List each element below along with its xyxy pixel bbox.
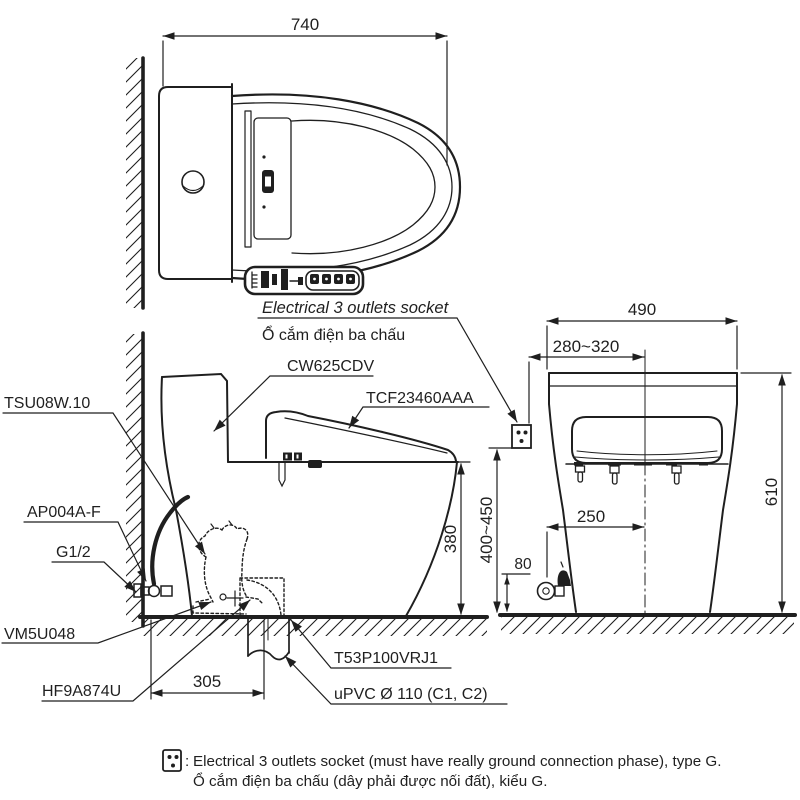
- dim-250: [546, 523, 645, 578]
- bowl-top-view: [230, 93, 462, 281]
- spray-wand: [278, 462, 286, 488]
- callout-electrical-socket: [257, 317, 518, 423]
- footnote: : Electrical 3 outlets socket (must have…: [162, 749, 721, 790]
- flush-button: [181, 170, 205, 194]
- dim-400-450-text: 400~450: [477, 497, 496, 564]
- callout-vm5u048: [1, 601, 212, 644]
- label-electrical-socket-vi: Ổ cắm điện ba chấu: [262, 325, 405, 344]
- seat-hinge-lines: [244, 110, 252, 248]
- label-tsu08w10: TSU08W.10: [4, 395, 90, 412]
- side-view: [126, 331, 489, 700]
- remote-control-panel: [243, 265, 365, 296]
- dim-280-320: [528, 353, 645, 424]
- label-cw625cdv: CW625CDV: [287, 358, 374, 375]
- mounting-bolts: [574, 465, 682, 485]
- callout-tsu08w: [2, 412, 206, 555]
- dim-490-text: 490: [628, 300, 656, 319]
- washlet-side-profile: [265, 410, 457, 462]
- seat-front: [571, 416, 723, 466]
- dim-80-text: 80: [514, 556, 532, 573]
- toilet-side-profile: [160, 372, 459, 617]
- closet-bolt: [226, 590, 244, 607]
- dim-305-text: 305: [193, 672, 221, 691]
- footnote-line-en: Electrical 3 outlets socket (must have r…: [193, 753, 721, 770]
- panel-buttons-frame: [305, 270, 360, 291]
- drain-pipe: [247, 616, 290, 661]
- footnote-line-vi: Ổ cắm điện ba chấu (dây phải được nối đấ…: [193, 772, 547, 790]
- label-vm5u048: VM5U048: [4, 626, 75, 643]
- dim-610-text: 610: [762, 478, 781, 506]
- label-t53p100vrj1: T53P100VRJ1: [334, 650, 438, 667]
- callout-upvc: [284, 655, 508, 705]
- callout-ap004a: [23, 521, 147, 582]
- label-g12: G1/2: [56, 544, 91, 561]
- floor-hatching-side: [142, 619, 487, 636]
- tank-top-view: [158, 83, 233, 283]
- label-electrical-socket-en: Electrical 3 outlets socket: [262, 299, 450, 317]
- floor-hatching-front: [501, 617, 794, 634]
- label-tcf23460aaa: TCF23460AAA: [366, 390, 474, 407]
- footnote-socket-icon: [162, 749, 182, 772]
- trapway-dashed: [192, 524, 285, 617]
- callout-hf9a874u: [41, 599, 251, 702]
- label-ap004a-f: AP004A-F: [27, 504, 101, 521]
- supply-hose-curve: [150, 494, 191, 587]
- toilet-front-profile: [548, 372, 738, 613]
- dim-740-text: 740: [291, 15, 319, 34]
- dim-250-text: 250: [577, 507, 605, 526]
- wall-hatching-top: [126, 58, 143, 308]
- footnote-colon: :: [185, 753, 189, 770]
- callout-g12: [51, 561, 137, 593]
- supply-valve-front: [536, 561, 571, 601]
- drawing-text: 740 490 280~320 610 400~450 380 250 80 3…: [4, 15, 781, 703]
- dim-610: [740, 372, 792, 613]
- front-view: [488, 317, 797, 634]
- dim-490: [546, 317, 738, 370]
- callout-cw625cdv: [213, 375, 374, 432]
- dim-400-450: [488, 447, 513, 613]
- drain-connector-dashed: [239, 577, 285, 617]
- callout-leaders: [1, 317, 518, 705]
- wall-hatching-side: [126, 334, 143, 622]
- socket-icon: [511, 424, 532, 449]
- washlet-unit-top: [253, 117, 292, 240]
- dim-280-320-text: 280~320: [553, 337, 620, 356]
- callout-tcf23460aaa: [348, 406, 490, 429]
- label-upvc-pipe: uPVC Ø 110 (C1, C2): [334, 686, 488, 703]
- dim-80: [501, 573, 531, 612]
- label-hf9a874u: HF9A874U: [42, 683, 121, 700]
- panel-comb-icon: [251, 271, 258, 289]
- supply-valve-side: [133, 494, 191, 598]
- callout-t53p100vrj1: [290, 619, 452, 669]
- top-view: [126, 32, 462, 310]
- dim-380-text: 380: [441, 525, 460, 553]
- dim-380: [456, 461, 471, 615]
